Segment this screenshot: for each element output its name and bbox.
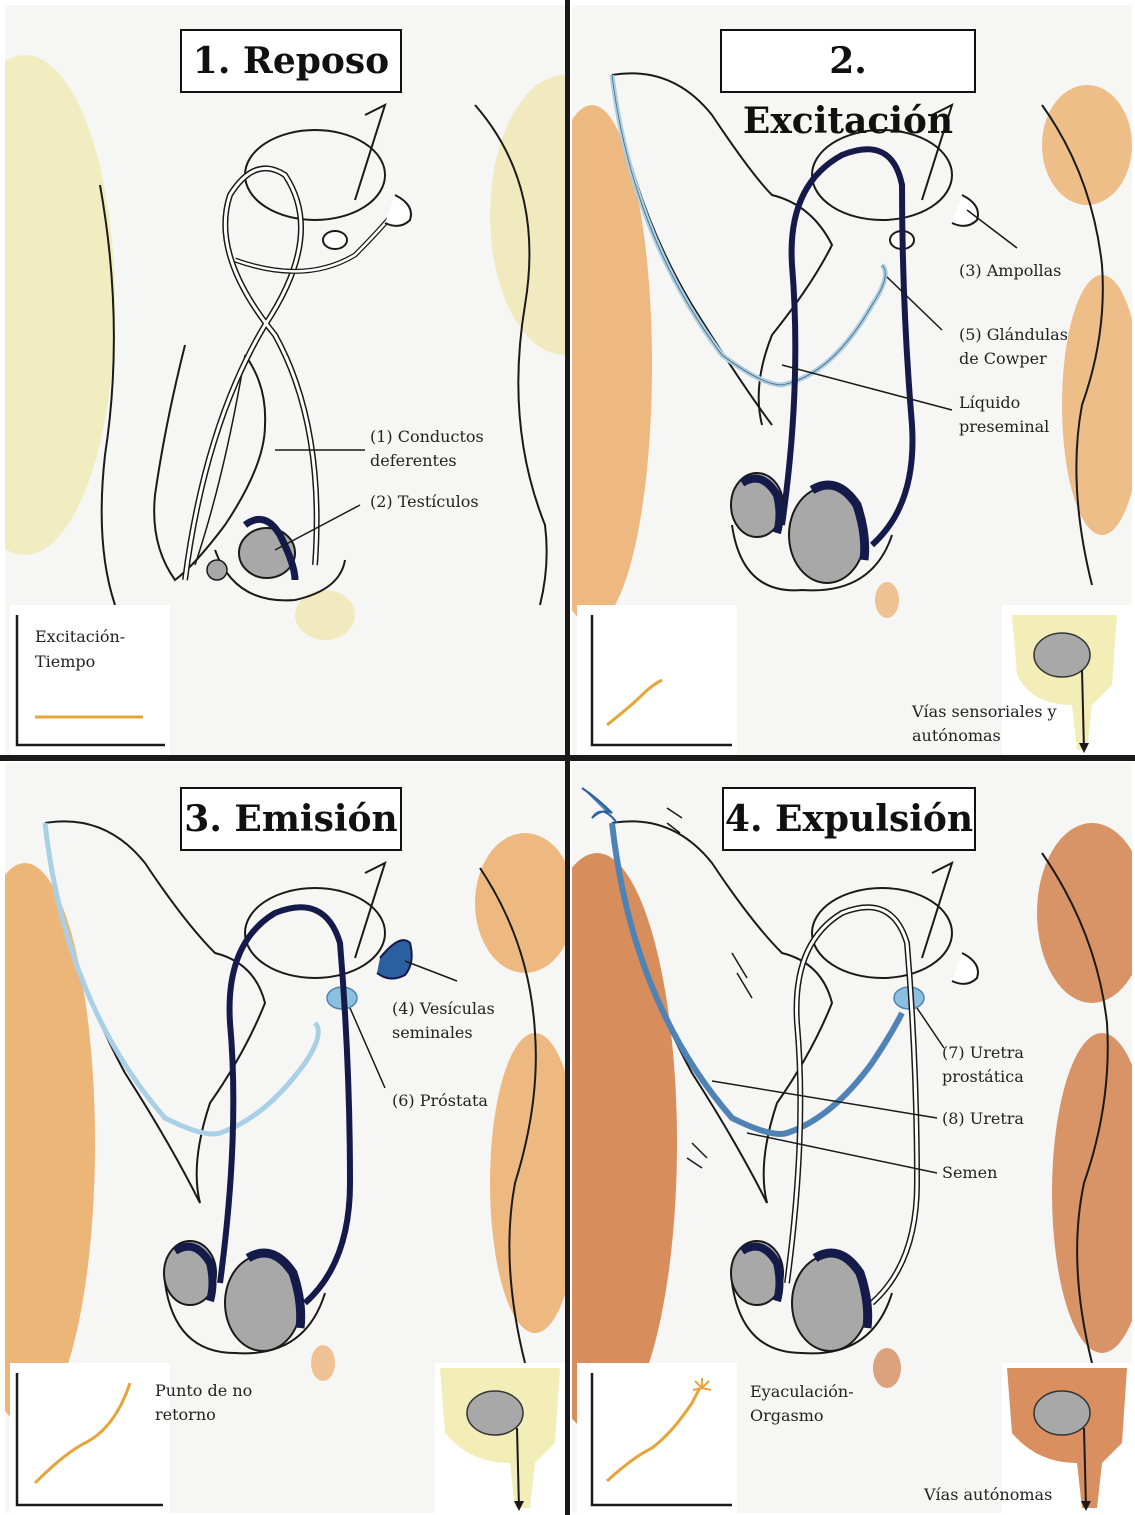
skin-wash-bottom xyxy=(875,582,899,618)
graph-label-excitacion: Excitación- xyxy=(35,625,125,649)
skin-wash-right xyxy=(1062,275,1132,535)
panel-title: 3. Emisión xyxy=(180,787,402,851)
graph-note-retorno: retorno xyxy=(155,1403,216,1427)
urethra-outer xyxy=(235,205,400,271)
vas-deferens-dark xyxy=(220,907,350,1303)
skin-wash-right-top xyxy=(1037,823,1132,1003)
graph-box xyxy=(577,1363,737,1513)
panel-emision-drawing xyxy=(5,763,565,1513)
skin-wash-right xyxy=(490,1033,565,1333)
vas-deferens-outer xyxy=(787,907,917,1303)
vas-deferens-inner xyxy=(787,907,917,1303)
panel-title: 2. Excitación xyxy=(720,29,976,93)
label-cowper: de Cowper xyxy=(959,347,1047,371)
label-vesiculas: (4) Vesículas xyxy=(392,997,495,1021)
seminal-vesicle xyxy=(952,953,978,984)
motion-lines-bottom xyxy=(687,1143,707,1168)
brain-icon xyxy=(1034,1391,1090,1435)
skin-wash-bottom xyxy=(311,1345,335,1381)
bladder xyxy=(812,888,952,978)
panel-emision: 3. Emisión (4) Vesículas seminales (6) P… xyxy=(5,763,565,1513)
label-uretra-prostatica-2: prostática xyxy=(942,1065,1024,1089)
panel-expulsion: 4. Expulsión (7) Uretra prostática (8) U… xyxy=(572,763,1132,1513)
seminal-vesicle xyxy=(952,195,978,226)
brain-caption-line1: Vías sensoriales y xyxy=(912,700,1057,724)
leader-ampollas xyxy=(967,210,1017,248)
panel-title: 1. Reposo xyxy=(180,29,402,93)
horizontal-divider xyxy=(0,755,1135,761)
leader-prostata xyxy=(350,1008,385,1088)
graph-label-tiempo: Tiempo xyxy=(35,650,95,674)
label-liquido: Líquido xyxy=(959,391,1020,415)
label-conductos: (1) Conductos xyxy=(370,425,484,449)
label-preseminal: preseminal xyxy=(959,415,1049,439)
seminal-vesicle xyxy=(385,195,411,226)
label-seminales: seminales xyxy=(392,1021,473,1045)
skin-wash-right-top xyxy=(1042,85,1132,205)
graph-note-punto: Punto de no xyxy=(155,1379,252,1403)
label-prostata: (6) Próstata xyxy=(392,1089,488,1113)
penis-inner xyxy=(195,355,245,565)
bladder xyxy=(245,888,385,978)
motion-lines-middle xyxy=(732,953,752,998)
graph-note-orgasmo: Orgasmo xyxy=(750,1404,824,1428)
skin-wash-left xyxy=(572,105,652,625)
label-deferentes: deferentes xyxy=(370,449,457,473)
skin-wash-left xyxy=(5,55,115,555)
semen-spurt xyxy=(582,788,617,823)
testicle-back xyxy=(207,560,227,580)
leader-vesiculas xyxy=(405,961,457,981)
ureter xyxy=(355,105,385,200)
bladder xyxy=(245,130,385,220)
leader-semen xyxy=(747,1133,937,1173)
panel-title: 4. Expulsión xyxy=(722,787,976,851)
panel-reposo: 1. Reposo (1) Conductos deferentes (2) T… xyxy=(5,5,565,755)
skin-wash-bottom xyxy=(873,1348,901,1388)
label-uretra: (8) Uretra xyxy=(942,1107,1024,1131)
prostate xyxy=(323,231,347,249)
label-uretra-prostatica-1: (7) Uretra xyxy=(942,1041,1024,1065)
graph-box xyxy=(577,605,737,755)
label-semen: Semen xyxy=(942,1161,997,1185)
skin-wash-left xyxy=(572,853,677,1433)
ureter xyxy=(355,863,385,958)
ureter xyxy=(922,863,952,958)
skin-wash-right xyxy=(1052,1033,1132,1353)
label-glandulas: (5) Glándulas xyxy=(959,323,1068,347)
leader-cowper xyxy=(887,277,942,330)
brain-caption-line2: autónomas xyxy=(912,724,1001,748)
leader-uretra-prostatica xyxy=(917,1008,944,1048)
urethra-inner xyxy=(235,205,400,271)
panel-excitacion: 2. Excitación (3) Ampollas (5) Glándulas… xyxy=(572,5,1132,755)
skin-wash-left xyxy=(5,863,95,1423)
leader-liquido xyxy=(782,365,952,410)
label-ampollas: (3) Ampollas xyxy=(959,259,1061,283)
label-testiculos: (2) Testículos xyxy=(370,490,479,514)
brain-icon xyxy=(467,1391,523,1435)
graph-note-eyaculacion: Eyaculación- xyxy=(750,1380,854,1404)
graph-box xyxy=(10,1363,170,1513)
brain-caption: Vías autónomas xyxy=(924,1483,1052,1507)
